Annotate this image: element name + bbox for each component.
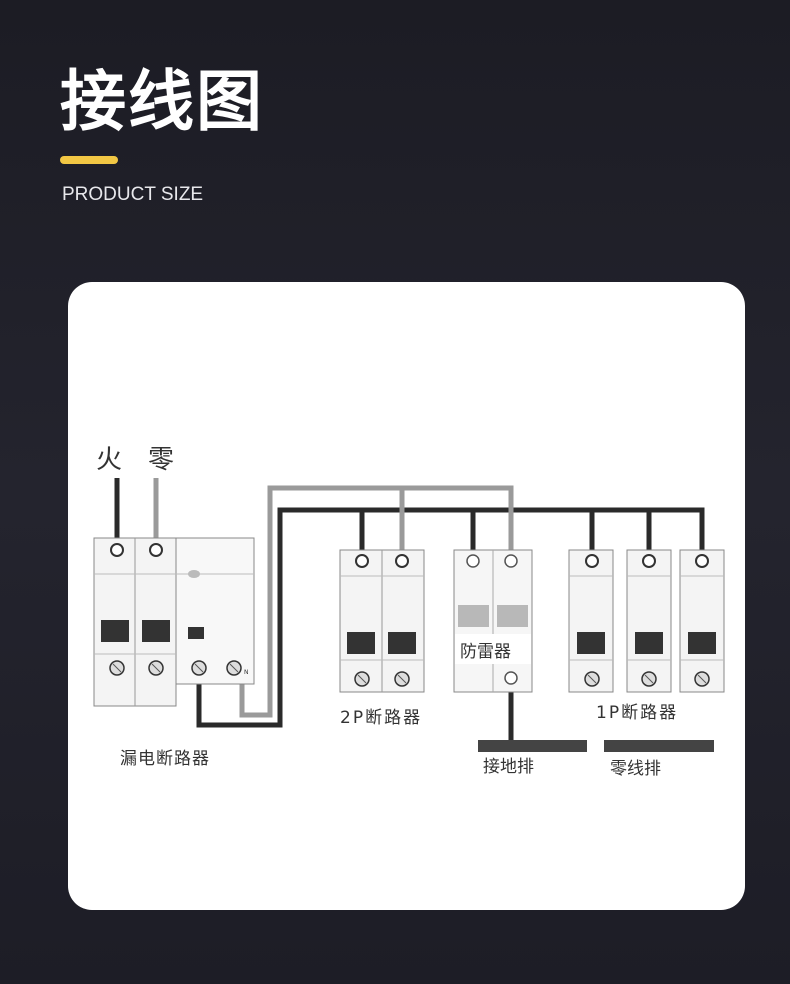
spd-label: 防雷器 — [460, 642, 511, 662]
breaker-1p-c — [679, 549, 725, 693]
breaker-2p-label: 2P断路器 — [340, 708, 422, 728]
rcbo-breaker: N — [93, 537, 255, 707]
page-subtitle: PRODUCT SIZE — [62, 184, 204, 205]
neutral-bar-label: 零线排 — [610, 759, 661, 779]
neutral-input-label: 零 — [148, 445, 174, 475]
wiring-diagram-card: 火 零 N 漏电断路器 — [68, 282, 745, 910]
rcbo-label: 漏电断路器 — [120, 749, 210, 769]
breaker-1p-b — [626, 549, 672, 693]
breaker-2p — [339, 549, 425, 693]
ground-bar — [478, 740, 587, 752]
wiring-diagram: 火 零 N 漏电断路器 — [93, 445, 725, 779]
ground-bar-label: 接地排 — [483, 757, 534, 777]
breaker-1p-a — [568, 549, 614, 693]
live-input-label: 火 — [96, 445, 122, 475]
breaker-1p-label: 1P断路器 — [596, 703, 678, 723]
surge-protector: 防雷器 — [453, 549, 533, 693]
page-title: 接线图 — [60, 63, 264, 140]
title-accent-bar — [60, 156, 118, 164]
neutral-terminal-mark: N — [244, 669, 249, 676]
neutral-bar — [604, 740, 714, 752]
